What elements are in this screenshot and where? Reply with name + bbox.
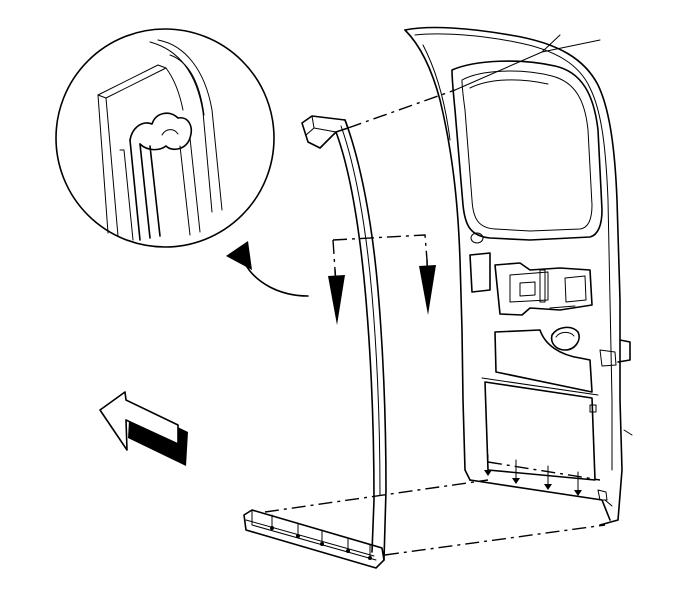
detail-magnifier [55,28,275,248]
installation-arrows [328,259,436,325]
leader-lines [264,34,606,556]
vehicle-forward-arrow [99,391,188,466]
rear-door [404,26,633,526]
detail-callout-arrow [226,241,309,297]
weatherstrip-seal [243,115,387,569]
